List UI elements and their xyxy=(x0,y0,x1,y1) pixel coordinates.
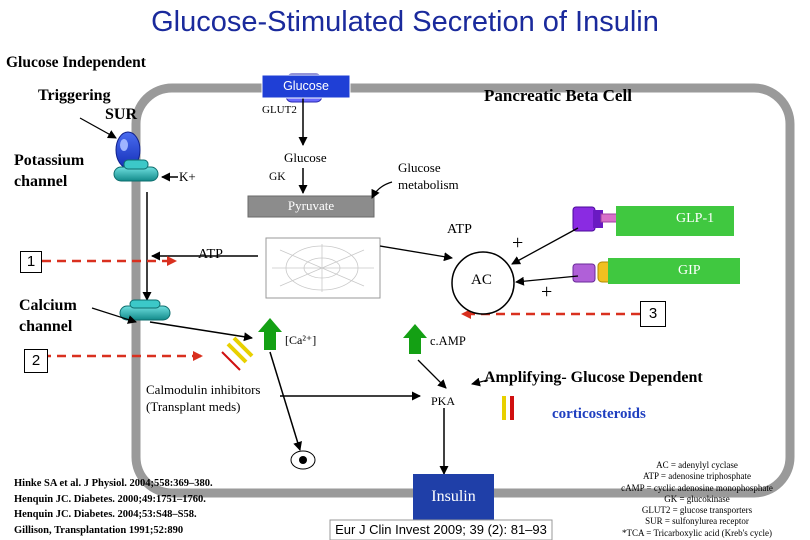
glucose-box-label: Glucose xyxy=(283,79,329,93)
pancreatic-beta-cell-label: Pancreatic Beta Cell xyxy=(484,86,632,105)
journal-citation: Eur J Clin Invest 2009; 39 (2): 81–93 xyxy=(335,522,547,537)
atp-right-label: ATP xyxy=(447,222,472,237)
glp1-to-ac-arrow xyxy=(511,227,579,265)
amplifying-label: Amplifying- Glucose Dependent xyxy=(484,369,703,386)
reference-list: Hinke SA et al. J Physiol. 2004;558:369–… xyxy=(14,476,213,538)
tca-cycle-sketch xyxy=(272,244,374,292)
abbreviation-item: GK = glucokinase xyxy=(664,493,730,504)
glp1-hormone-bar xyxy=(616,206,734,236)
glucose-metabolism-line2: metabolism xyxy=(398,177,459,192)
gip-label: GIP xyxy=(678,263,701,278)
glucose-independent-label: Glucose Independent xyxy=(6,54,146,71)
abbreviation-list: AC = adenylyl cyclase ATP = adenosine tr… xyxy=(590,460,804,539)
plus-bottom: + xyxy=(541,281,553,303)
atp-left-label: ATP xyxy=(198,247,223,262)
calcium-channel-shape xyxy=(119,299,171,321)
glp1-label: GLP-1 xyxy=(676,211,715,226)
insulin-granule xyxy=(290,450,316,470)
calmodulin-block-bars xyxy=(221,336,254,371)
calmodulin-line1: Calmodulin inhibitors xyxy=(146,382,261,397)
insulin-label: Insulin xyxy=(431,488,476,505)
ca2-to-exocytosis-arrow xyxy=(269,351,302,451)
k-plus-label: K+ xyxy=(179,169,196,184)
gk-label: GK xyxy=(269,171,286,183)
abbreviation-item: *TCA = Tricarboxylic acid (Kreb's cycle) xyxy=(622,527,772,538)
abbreviation-item: GLUT2 = glucose transporters xyxy=(641,505,753,516)
camp-increase-arrow xyxy=(403,324,427,354)
sur-label: SUR xyxy=(105,106,138,123)
page-title: Glucose-Stimulated Secretion of Insulin xyxy=(151,6,659,38)
step-1-badge: 1 xyxy=(20,251,42,273)
ac-label: AC xyxy=(471,272,492,288)
ac-enzyme xyxy=(451,251,515,315)
journal-citation-bar xyxy=(329,519,553,540)
reference-item: Hinke SA et al. J Physiol. 2004;558:369–… xyxy=(14,478,213,489)
triggering-label: Triggering xyxy=(38,87,111,104)
abbreviation-item: cAMP = cyclic adenosine monophosphate xyxy=(621,482,773,493)
calcium-to-ca2-arrow xyxy=(149,321,253,342)
pka-label: PKA xyxy=(431,394,456,408)
ca2-label: [Ca²⁺] xyxy=(285,333,317,347)
potassium-label-line2: channel xyxy=(14,173,68,190)
insulin-box xyxy=(413,474,494,522)
abbreviation-item: SUR = sulfonylurea receptor xyxy=(645,516,749,527)
atp-to-ac-arrow xyxy=(379,245,453,262)
glucose-inner-label: Glucose xyxy=(284,150,327,165)
metabolism-arrow xyxy=(371,181,393,199)
calcium-influx-arrow xyxy=(91,307,137,324)
reference-item: Henquin JC. Diabetes. 2000;49:1751–1760. xyxy=(14,493,206,505)
abbreviation-item: AC = adenylyl cyclase xyxy=(656,460,738,470)
gip-receptor xyxy=(572,261,617,283)
potassium-label-line1: Potassium xyxy=(14,152,85,169)
amplifying-arrow xyxy=(471,377,489,387)
plus-top: + xyxy=(512,232,524,254)
ca2-increase-arrow xyxy=(258,318,282,350)
calmodulin-line2: (Transplant meds) xyxy=(146,399,241,414)
reference-item: Gillison, Transplantation 1991;52:890 xyxy=(14,524,184,536)
step-2-badge: 2 xyxy=(24,349,48,373)
sur-receptor xyxy=(115,131,141,169)
glut2-label: GLUT2 xyxy=(262,104,297,116)
corticosteroids-label: corticosteroids xyxy=(552,406,646,422)
abbreviation-item: ATP = adenosine triphosphate xyxy=(643,471,751,482)
potassium-channel-shape xyxy=(113,159,159,182)
gip-to-ac-arrow xyxy=(515,275,579,286)
glucose-box xyxy=(261,74,351,99)
camp-to-pka-arrow xyxy=(417,359,447,389)
gip-hormone-bar xyxy=(608,258,740,284)
corticosteroid-block-bars xyxy=(502,396,514,420)
reference-item: Henquin JC. Diabetes. 2004;53:S48–S58. xyxy=(14,509,197,520)
camp-label: c.AMP xyxy=(430,334,466,348)
pyruvate-bar xyxy=(247,195,375,218)
glp1-receptor xyxy=(572,206,622,232)
calcium-label-line2: channel xyxy=(19,318,73,335)
step-3-badge: 3 xyxy=(640,301,666,327)
pyruvate-label: Pyruvate xyxy=(287,198,335,213)
glucose-metabolism-line1: Glucose xyxy=(398,160,441,175)
calcium-label-line1: Calcium xyxy=(19,297,77,314)
sur-arrow xyxy=(79,117,117,139)
